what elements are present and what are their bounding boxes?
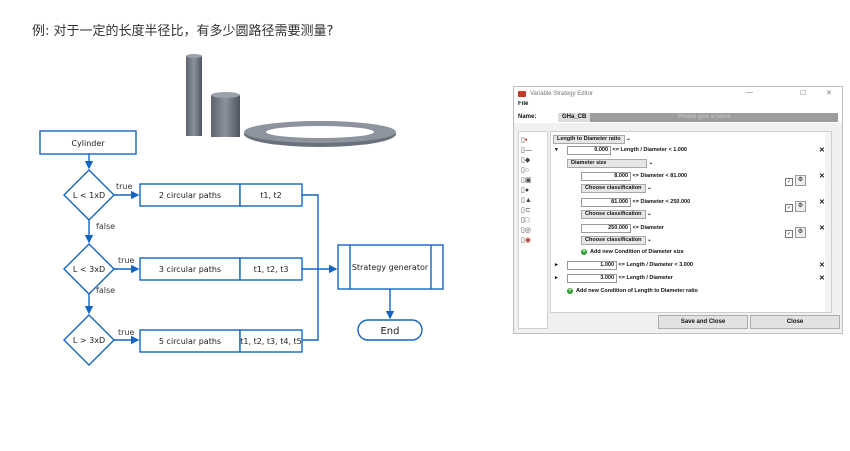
ld-text-3: <= Length / Diameter bbox=[618, 275, 673, 281]
checkbox-2[interactable]: ✓ bbox=[785, 204, 793, 212]
delete-icon[interactable]: ✕ bbox=[819, 275, 825, 282]
ratio-select[interactable]: Length to Diameter ratio bbox=[553, 135, 625, 144]
scrollbar[interactable] bbox=[825, 132, 831, 312]
chevron-down-icon: ⌄ bbox=[647, 185, 652, 191]
title-bar: Variable Strategy Editor — ☐ ✕ bbox=[514, 87, 842, 101]
close-button[interactable]: Close bbox=[750, 315, 840, 329]
delete-icon[interactable]: ✕ bbox=[819, 262, 825, 269]
condition-3: L > 3xD bbox=[73, 336, 105, 345]
wrench-icon[interactable]: ⚙ bbox=[795, 201, 806, 212]
sphere-icon[interactable]: ▯● bbox=[521, 187, 530, 194]
generator-node: Strategy generator bbox=[352, 263, 429, 272]
ld-input-3[interactable]: 3.000 bbox=[567, 274, 617, 283]
checkbox-3[interactable]: ✓ bbox=[785, 230, 793, 238]
menu-file[interactable]: File bbox=[514, 101, 842, 111]
name-label: Name: bbox=[518, 114, 537, 120]
cone-icon[interactable]: ▯▲ bbox=[521, 197, 532, 204]
true-label-2: true bbox=[118, 256, 134, 265]
window-title: Variable Strategy Editor bbox=[530, 91, 593, 97]
diameter-text-3: <= Diameter bbox=[632, 225, 665, 231]
path-2-name: 3 circular paths bbox=[159, 265, 221, 274]
cylinder-shapes bbox=[186, 54, 396, 147]
diameter-input-2[interactable]: 81.000 bbox=[581, 198, 631, 207]
chevron-down-icon[interactable]: ▾ bbox=[555, 147, 558, 153]
end-node: End bbox=[380, 326, 399, 337]
plane-icon[interactable]: ▯◆ bbox=[521, 157, 531, 164]
diameter-select[interactable]: Diameter size bbox=[567, 159, 647, 168]
path-1-name: 2 circular paths bbox=[159, 191, 221, 200]
wrench-icon[interactable]: ⚙ bbox=[795, 227, 806, 238]
strategy-editor-window: Variable Strategy Editor — ☐ ✕ File Name… bbox=[513, 86, 843, 334]
path-1-t: t1, t2 bbox=[260, 191, 282, 200]
torus-icon[interactable]: ▯◎ bbox=[521, 227, 531, 234]
minimize-icon[interactable]: — bbox=[746, 89, 753, 96]
classification-select-3[interactable]: Choose classification bbox=[581, 236, 646, 245]
add-ld-condition[interactable]: +Add new Condition of Length to Diameter… bbox=[567, 288, 698, 294]
false-label-2: false bbox=[96, 286, 115, 295]
add-icon: + bbox=[581, 249, 587, 255]
path-2-t: t1, t2, t3 bbox=[254, 265, 289, 274]
icon-palette: ▯• ▯— ▯◆ ▯○ ▯▣ ▯● ▯▲ ▯⊂ ▯□ ▯◎ ▯◉ bbox=[518, 131, 548, 329]
false-label-1: false bbox=[96, 222, 115, 231]
add-diameter-label: Add new Condition of Diameter size bbox=[590, 249, 684, 255]
chevron-down-icon: ⌄ bbox=[626, 136, 631, 142]
save-close-button[interactable]: Save and Close bbox=[658, 315, 748, 329]
rectangle-icon[interactable]: ▯□ bbox=[521, 217, 530, 224]
circle-icon[interactable]: ▯○ bbox=[521, 167, 530, 174]
add-diameter-condition[interactable]: +Add new Condition of Diameter size bbox=[581, 249, 684, 255]
start-node: Cylinder bbox=[71, 139, 105, 148]
path-3-name: 5 circular paths bbox=[159, 337, 221, 346]
chevron-right-icon[interactable]: ▸ bbox=[555, 262, 558, 268]
slot-icon[interactable]: ▯⊂ bbox=[521, 207, 531, 214]
ld-input-2[interactable]: 1.000 bbox=[567, 261, 617, 270]
checkbox-1[interactable]: ✓ bbox=[785, 178, 793, 186]
chevron-down-icon: ⌄ bbox=[648, 160, 654, 166]
chevron-down-icon: ⌄ bbox=[647, 237, 652, 243]
chevron-right-icon[interactable]: ▸ bbox=[555, 275, 558, 281]
delete-icon[interactable]: ✕ bbox=[819, 147, 825, 154]
close-icon[interactable]: ✕ bbox=[826, 90, 832, 97]
path-3-t: t1, t2, t3, t4, t5 bbox=[240, 337, 301, 346]
condition-1: L < 1xD bbox=[73, 191, 105, 200]
cylinder-icon[interactable]: ▯▣ bbox=[521, 177, 532, 184]
ld-text-2: <= Length / Diameter < 3.000 bbox=[618, 262, 693, 268]
freeform-icon[interactable]: ▯◉ bbox=[521, 237, 531, 244]
diameter-input-3[interactable]: 250.000 bbox=[581, 224, 631, 233]
diameter-text-1: <= Diameter < 81.000 bbox=[632, 173, 688, 179]
true-label-1: true bbox=[116, 182, 132, 191]
wrench-icon[interactable]: ⚙ bbox=[795, 175, 806, 186]
line-icon[interactable]: ▯— bbox=[521, 147, 532, 154]
delete-icon[interactable]: ✕ bbox=[819, 173, 825, 180]
strategy-tree: Length to Diameter ratio ⌄ ▾ 0.000 <= Le… bbox=[550, 131, 832, 313]
classification-select-1[interactable]: Choose classification bbox=[581, 184, 646, 193]
name-value: GHa_CB bbox=[558, 112, 591, 122]
chevron-down-icon: ⌄ bbox=[647, 211, 652, 217]
ld-text-1: <= Length / Diameter < 1.000 bbox=[612, 147, 687, 153]
point-icon[interactable]: ▯• bbox=[521, 137, 528, 144]
app-icon bbox=[518, 91, 526, 97]
delete-icon[interactable]: ✕ bbox=[819, 225, 825, 232]
diameter-text-2: <= Diameter < 250.000 bbox=[632, 199, 691, 205]
name-input[interactable]: GHa_CB Please give a name bbox=[558, 112, 838, 122]
delete-icon[interactable]: ✕ bbox=[819, 199, 825, 206]
classification-select-2[interactable]: Choose classification bbox=[581, 210, 646, 219]
flowchart: Cylinder L < 1xD L < 3xD L > 3xD true tr… bbox=[39, 130, 444, 366]
ld-input-1[interactable]: 0.000 bbox=[567, 146, 611, 155]
condition-2: L < 3xD bbox=[73, 265, 105, 274]
maximize-icon[interactable]: ☐ bbox=[800, 90, 807, 97]
true-label-3: true bbox=[118, 328, 134, 337]
add-ld-label: Add new Condition of Length to Diameter … bbox=[576, 288, 698, 294]
name-placeholder: Please give a name bbox=[678, 114, 731, 120]
diameter-input-1[interactable]: 8.000 bbox=[581, 172, 631, 181]
page-title: 例: 对于一定的长度半径比，有多少圆路径需要测量? bbox=[32, 24, 334, 39]
add-icon: + bbox=[567, 288, 573, 294]
